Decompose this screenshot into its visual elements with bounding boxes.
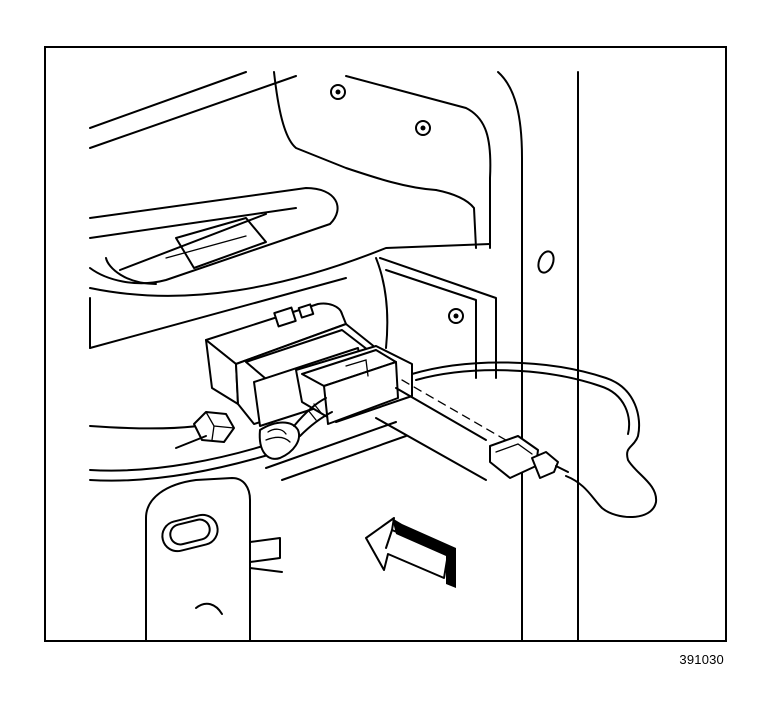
upper-tray [89,71,492,349]
sensor-plug-icon [411,361,658,519]
direction-arrow-icon [365,517,456,588]
routing-guide [265,379,517,481]
lower-mount [145,477,283,640]
lower-bracket [375,257,497,379]
right-wall [497,71,579,640]
wall-hole [537,250,555,274]
illustration-frame [44,46,727,642]
figure-id-label: 391030 [679,652,724,667]
connector-illustration [89,71,658,640]
hex-bolt-icon [175,411,235,449]
electrical-connector-icon [205,302,413,427]
